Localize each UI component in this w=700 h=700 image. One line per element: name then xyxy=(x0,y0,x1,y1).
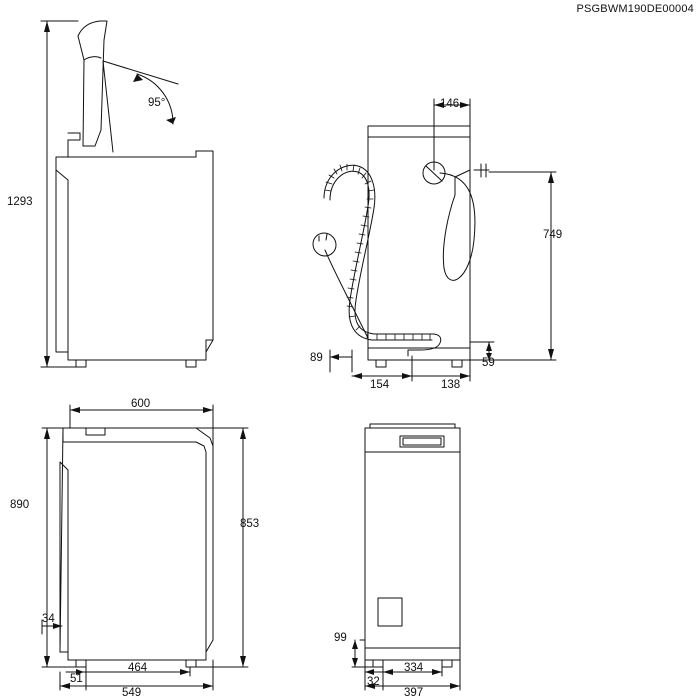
bl-foot-rear xyxy=(185,659,197,668)
side-handle-lug xyxy=(67,132,81,141)
bl-lid-front xyxy=(62,427,71,443)
rear-foot-right xyxy=(451,359,463,368)
angle-arc xyxy=(136,73,174,125)
dim-label-853: 853 xyxy=(240,518,260,530)
dim-51-arrow xyxy=(76,669,84,675)
dim-99-arrow-bottom xyxy=(352,658,358,667)
drain-hose-path xyxy=(329,170,433,341)
bl-lid-handle xyxy=(85,427,106,436)
side-foot-front xyxy=(75,359,87,368)
dim-label-138: 138 xyxy=(441,379,461,391)
dim-549-arrow-left xyxy=(60,683,70,689)
open-lid-outline xyxy=(77,20,108,147)
dim-59-arrow-bottom xyxy=(486,353,492,360)
drain-hose-end xyxy=(407,333,442,357)
dim-59-arrow-top xyxy=(486,342,492,351)
dim-600-arrow-left xyxy=(70,407,80,413)
dim-89-arrow xyxy=(330,354,339,360)
dim-label-600: 600 xyxy=(131,398,151,410)
dim-334-arrow-right xyxy=(432,669,442,675)
dim-146-arrow-right xyxy=(460,102,470,108)
br-lid-top xyxy=(369,423,456,429)
br-foot-right xyxy=(441,659,453,668)
drain-hose-corrugation xyxy=(324,163,431,341)
dim-464-arrow-right xyxy=(180,669,190,675)
dim-label-397: 397 xyxy=(404,687,424,699)
dim-label-angle-95: 95° xyxy=(148,97,166,109)
br-front-outline xyxy=(364,427,461,661)
dim-890-arrow-bottom xyxy=(44,656,50,667)
dim-label-890: 890 xyxy=(10,499,30,511)
lid-inner-line xyxy=(83,56,102,61)
dim-label-549: 549 xyxy=(122,687,142,699)
power-plug-pins xyxy=(318,233,328,242)
bl-foot-front xyxy=(75,659,87,668)
bl-side-outline xyxy=(59,427,214,661)
dim-749-arrow-bottom xyxy=(548,349,554,360)
power-cord xyxy=(324,249,369,339)
dim-154-arrow-left xyxy=(352,373,362,379)
dim-label-51: 51 xyxy=(70,673,83,685)
dim-label-99: 99 xyxy=(334,632,347,644)
dim-label-32: 32 xyxy=(367,676,380,688)
inlet-hose xyxy=(439,172,476,281)
dim-label-34: 34 xyxy=(42,613,55,625)
inlet-valve-cross xyxy=(425,165,443,182)
dim-397-arrow-right xyxy=(450,683,460,689)
dim-label-154: 154 xyxy=(370,379,390,391)
dim-label-334: 334 xyxy=(404,662,424,674)
rear-cabinet-outline xyxy=(367,125,471,361)
angle-arrow-2 xyxy=(166,117,176,124)
drawing-code-label: PSGBWM190DE00004 xyxy=(576,3,694,15)
dim-label-1293: 1293 xyxy=(7,196,33,208)
dim-32-arrow xyxy=(365,669,374,675)
br-drawer xyxy=(377,597,403,627)
dim-890-arrow-top xyxy=(44,428,50,439)
dim-749-arrow-top xyxy=(548,172,554,183)
machine-side-body xyxy=(55,150,214,361)
br-display-inner xyxy=(402,437,442,446)
dim-138-arrow-right xyxy=(460,373,470,379)
dim-34-arrow xyxy=(53,623,62,629)
angle-leader-2 xyxy=(102,60,114,153)
dim-334-arrow-left xyxy=(383,669,393,675)
dim-397-arrow-left xyxy=(365,683,375,689)
dim-154-arrow-right xyxy=(402,373,412,379)
dim-146-arrow-left xyxy=(434,102,444,108)
dim-label-89: 89 xyxy=(310,352,323,364)
inlet-hose-upper xyxy=(454,169,471,196)
dim-600-arrow-right xyxy=(203,407,213,413)
dim-549-arrow-right xyxy=(203,683,213,689)
dim-99-arrow-top xyxy=(352,640,358,649)
dim-1293-arrow-top xyxy=(44,21,50,32)
dim-853-arrow-bottom xyxy=(240,656,246,667)
bl-lid-line xyxy=(69,441,207,653)
dim-label-464: 464 xyxy=(128,662,148,674)
bl-front-panel xyxy=(59,461,69,653)
dim-1293-arrow-bottom xyxy=(44,356,50,367)
br-display-window xyxy=(399,435,445,448)
power-plug-body xyxy=(312,232,337,257)
side-front-edge xyxy=(55,169,69,353)
side-foot-rear xyxy=(185,359,197,368)
drain-hose-path-2 xyxy=(323,164,433,335)
dim-label-146: 146 xyxy=(440,98,460,110)
angle-leader-1 xyxy=(102,60,179,85)
angle-arrow-1 xyxy=(133,74,143,82)
dim-853-arrow-top xyxy=(240,428,246,439)
dim-label-59: 59 xyxy=(482,357,495,369)
inlet-hose-connector xyxy=(473,163,490,178)
rear-foot-left xyxy=(375,359,387,368)
dim-label-749: 749 xyxy=(543,229,563,241)
br-foot-left xyxy=(372,659,384,668)
